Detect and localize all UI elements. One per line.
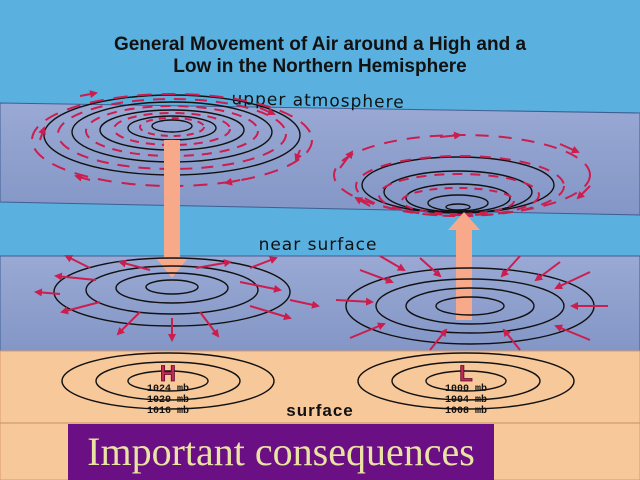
high-isobar-label-1: 1024 mb (147, 383, 189, 395)
surface-high-isobars (61, 352, 275, 410)
title-line-1: General Movement of Air around a High an… (114, 34, 527, 55)
low-isobar-label-1: 1000 mb (445, 383, 487, 395)
near-surface-label: near surface (259, 235, 378, 255)
upper-low-isobars (361, 156, 555, 214)
important-consequences-banner: Important consequences (68, 424, 494, 480)
low-pressure-symbol: L (459, 361, 472, 386)
low-isobar-label-3: 1008 mb (445, 405, 487, 417)
upper-atmosphere-label: upper atmosphere (231, 89, 405, 113)
descending-air-arrow (156, 140, 188, 278)
high-pressure-symbol: H (160, 361, 176, 386)
high-isobar-label-2: 1020 mb (147, 394, 189, 406)
low-isobar-label-2: 1004 mb (445, 394, 487, 406)
high-isobar-label-3: 1016 mb (147, 405, 189, 417)
near-low-inflow-arrows (335, 255, 608, 351)
near-high-outflow-arrows (34, 255, 320, 342)
title-line-2: Low in the Northern Hemisphere (173, 56, 466, 77)
surface-label: surface (286, 401, 353, 420)
banner-text: Important consequences (87, 429, 475, 474)
surface-low-isobars (357, 352, 575, 410)
